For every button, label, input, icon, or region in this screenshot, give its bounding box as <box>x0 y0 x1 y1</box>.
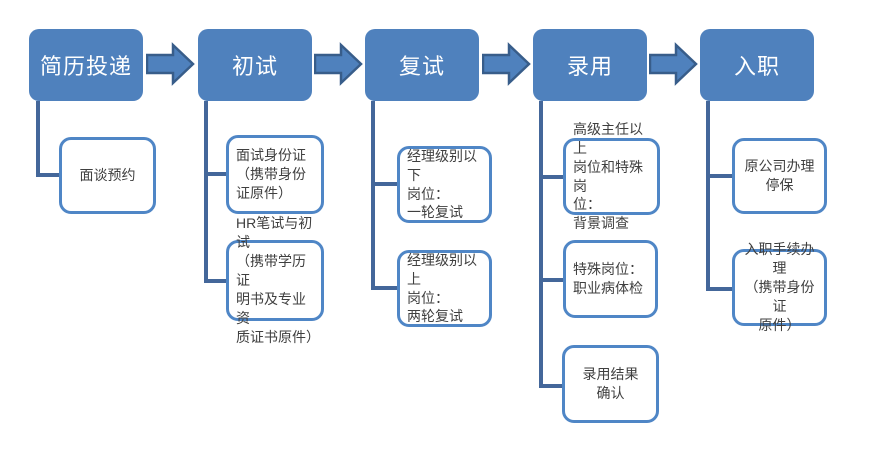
connector-line <box>36 173 61 177</box>
stage-resume-submission: 简历投递 <box>29 29 143 101</box>
item-interview-appointment: 面谈预约 <box>59 137 156 214</box>
stage-first-interview: 初试 <box>198 29 312 101</box>
arrow-right-icon <box>314 42 363 86</box>
connector-line <box>371 101 375 290</box>
connector-line <box>706 287 734 291</box>
item-stop-insurance-previous-company: 原公司办理 停保 <box>732 138 827 214</box>
connector-line <box>204 172 228 176</box>
stage-offer: 录用 <box>533 29 647 101</box>
connector-line <box>36 101 40 177</box>
item-offer-result-confirmation: 录用结果 确认 <box>562 345 659 423</box>
item-id-card-for-interview: 面试身份证 （携带身份 证原件） <box>226 135 324 214</box>
arrow-right-icon <box>146 42 195 86</box>
connector-line <box>539 384 565 388</box>
item-hr-written-test-first-interview: HR笔试与初试 （携带学历证 明书及专业资 质证书原件） <box>226 215 324 345</box>
connector-line <box>371 182 399 186</box>
arrow-right-icon <box>482 42 531 86</box>
stage-second-interview: 复试 <box>365 29 479 101</box>
item-above-manager-two-rounds: 经理级别以上 岗位： 两轮复试 <box>397 250 492 327</box>
stage-onboarding: 入职 <box>700 29 814 101</box>
connector-line <box>204 279 228 283</box>
item-onboarding-procedures: 入职手续办理 （携带身份证 原件） <box>732 241 827 333</box>
connector-line <box>706 101 710 291</box>
connector-line <box>371 286 399 290</box>
connector-line <box>204 101 208 283</box>
connector-line <box>706 174 734 178</box>
item-background-check: 高级主任以上 岗位和特殊岗 位： 背景调查 <box>563 121 660 231</box>
connector-line <box>539 175 565 179</box>
item-below-manager-one-round: 经理级别以下 岗位： 一轮复试 <box>397 146 492 223</box>
connector-line <box>539 278 565 282</box>
connector-line <box>539 101 543 388</box>
arrow-right-icon <box>649 42 698 86</box>
item-occupational-health-exam: 特殊岗位： 职业病体检 <box>563 240 658 318</box>
